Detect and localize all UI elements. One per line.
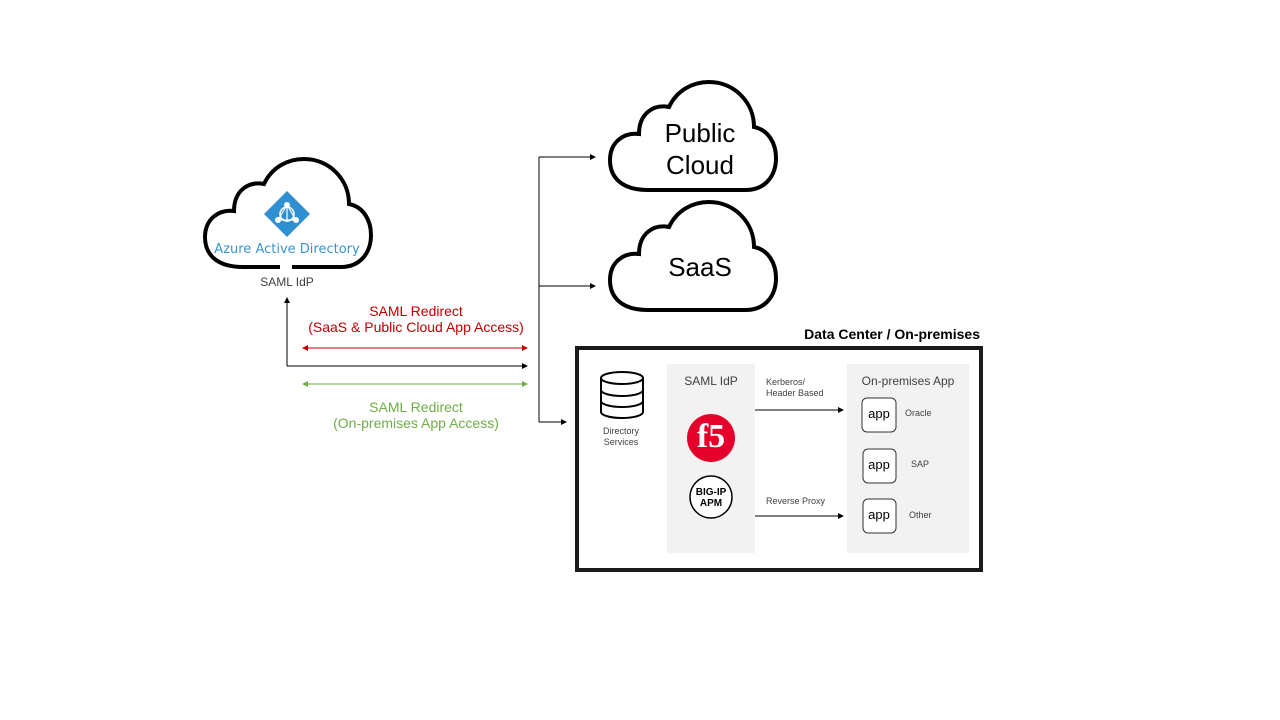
- kerberos-line1: Kerberos/: [766, 377, 806, 387]
- apm-line: APM: [699, 498, 723, 509]
- azure-ad-label: Azure Active Directory: [214, 242, 360, 257]
- azure-ad-icon: [264, 191, 310, 237]
- big-ip-apm-label: BIG-IP APM: [696, 487, 727, 509]
- app-name-sap: SAP: [911, 459, 930, 469]
- directory-line2: Services: [603, 437, 639, 447]
- app-name-oracle: Oracle: [905, 408, 932, 418]
- trunk-connectors: [284, 154, 596, 425]
- redirect-saas-line1: SAML Redirect: [369, 303, 463, 319]
- big-ip-line: BIG-IP: [695, 487, 727, 498]
- app-icons: [861, 397, 897, 534]
- app-icon-oracle: app: [868, 406, 890, 421]
- database-icon: [600, 371, 644, 419]
- directory-services-label: Directory Services: [603, 426, 639, 448]
- big-ip-apm-badge: [689, 475, 733, 519]
- app-name-other: Other: [909, 510, 932, 520]
- redirect-saas-line2: (SaaS & Public Cloud App Access): [308, 319, 524, 335]
- idp-panel-title: SAML IdP: [684, 374, 738, 388]
- app-icon-sap: app: [868, 457, 890, 472]
- redirect-onprem-line1: SAML Redirect: [369, 399, 463, 415]
- kerberos-label: Kerberos/ Header Based: [766, 377, 824, 399]
- public-cloud-line1: Public: [664, 118, 736, 148]
- reverse-proxy-label: Reverse Proxy: [766, 496, 826, 506]
- redirect-onprem-line2: (On-premises App Access): [333, 415, 499, 431]
- f5-logo: [687, 414, 735, 462]
- app-icon-other: app: [868, 507, 890, 522]
- azure-role-label: SAML IdP: [260, 275, 314, 289]
- public-cloud-line2: Cloud: [666, 150, 734, 180]
- saml-redirect-saas-label: SAML Redirect (SaaS & Public Cloud App A…: [308, 303, 524, 335]
- f5-logo-text: f5: [696, 418, 726, 455]
- public-cloud-label: Public Cloud: [665, 117, 736, 181]
- saml-redirect-onprem-label: SAML Redirect (On-premises App Access): [333, 399, 499, 431]
- kerberos-line2: Header Based: [766, 388, 824, 398]
- directory-line1: Directory: [602, 426, 640, 436]
- saas-label: SaaS: [668, 252, 732, 282]
- apps-panel-title: On-premises App: [861, 374, 955, 388]
- datacenter-title: Data Center / On-premises: [804, 326, 980, 342]
